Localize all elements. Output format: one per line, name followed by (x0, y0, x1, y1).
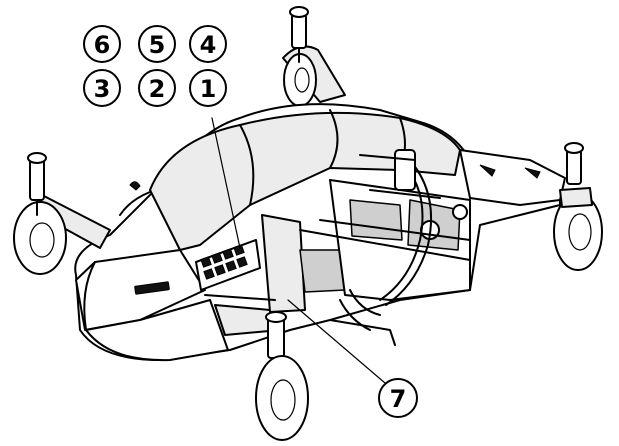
callout-2: 2 (138, 69, 176, 107)
callout-7: 7 (378, 378, 418, 418)
caster-wheel-front (214, 304, 309, 441)
drive-assembly (204, 149, 471, 346)
callout-7-label: 7 (390, 385, 407, 413)
leader-line-1 (211, 117, 241, 249)
deck-shell (74, 103, 561, 362)
callout-1: 1 (189, 69, 227, 107)
frame-arm-right (459, 149, 566, 206)
caster-wheel-rear-right (282, 6, 346, 107)
callout-5-label: 5 (149, 31, 166, 59)
leader-line-7 (287, 299, 386, 384)
callout-3: 3 (83, 69, 121, 107)
caster-wheel-left (13, 152, 111, 275)
callout-2-label: 2 (149, 75, 166, 103)
callout-1-label: 1 (200, 75, 217, 103)
callout-4-label: 4 (200, 31, 217, 59)
callout-5: 5 (138, 25, 176, 63)
decal-panel (195, 239, 261, 291)
callout-6-label: 6 (94, 31, 111, 59)
caster-wheel-right (553, 142, 603, 271)
callout-4: 4 (189, 25, 227, 63)
callout-6: 6 (83, 25, 121, 63)
callout-3-label: 3 (94, 75, 111, 103)
